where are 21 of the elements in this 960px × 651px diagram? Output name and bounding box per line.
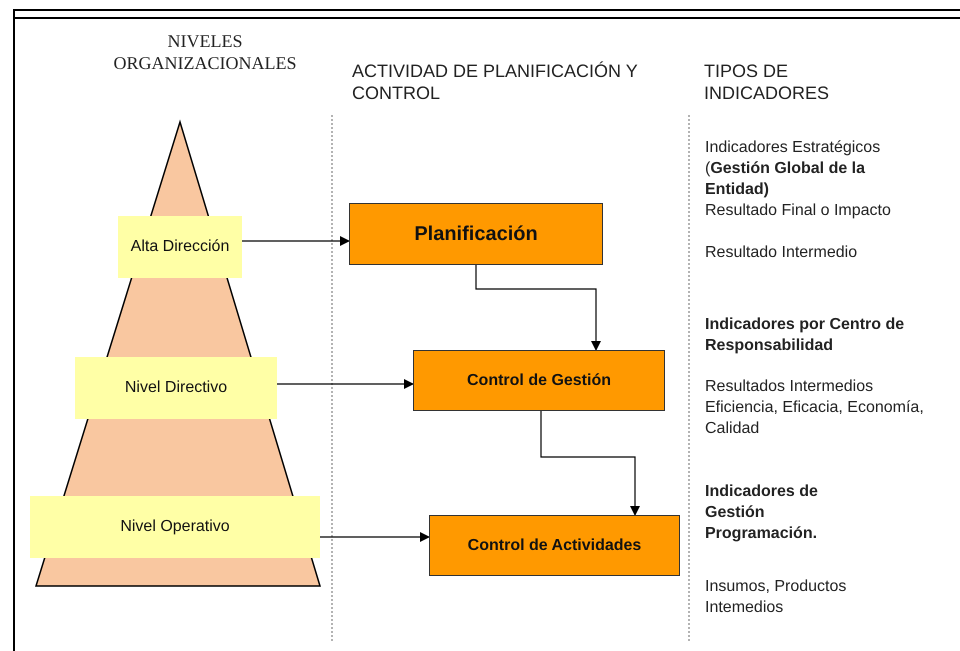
indicator-heading: Indicadores por Centro de Responsabilidad (705, 315, 906, 356)
column-heading: TIPOS DE INDICADORES (704, 60, 830, 104)
arrow (475, 265, 601, 351)
arrow (540, 411, 640, 516)
level-box: Alta Dirección (118, 216, 242, 278)
level-box: Nivel Operativo (30, 496, 320, 558)
activity-box: Control de Actividades (429, 515, 680, 576)
column-heading: NIVELES ORGANIZACIONALES (112, 30, 298, 74)
indicator-text: Insumos, Productos Intemedios (705, 577, 848, 618)
indicator-text: Resultado Intermedio (705, 243, 858, 263)
indicator-text: Resultados Intermedios Eficiencia, Eficacia, Economía, Calidad (705, 377, 925, 439)
arrow (242, 236, 350, 246)
activity-box: Control de Gestión (413, 350, 665, 411)
level-box: Nivel Directivo (75, 357, 277, 419)
column-heading: ACTIVIDAD DE PLANIFICACIÓN Y CONTROL (352, 60, 638, 104)
indicator-heading: Indicadores de Gestión Programación. (705, 482, 819, 544)
arrow (277, 379, 414, 389)
indicator-text: Indicadores Estratégicos (Gestión Global de la Entidad) (705, 138, 882, 200)
arrow (320, 532, 430, 542)
indicator-text: Resultado Final o Impacto (705, 201, 892, 221)
activity-box: Planificación (349, 203, 603, 265)
